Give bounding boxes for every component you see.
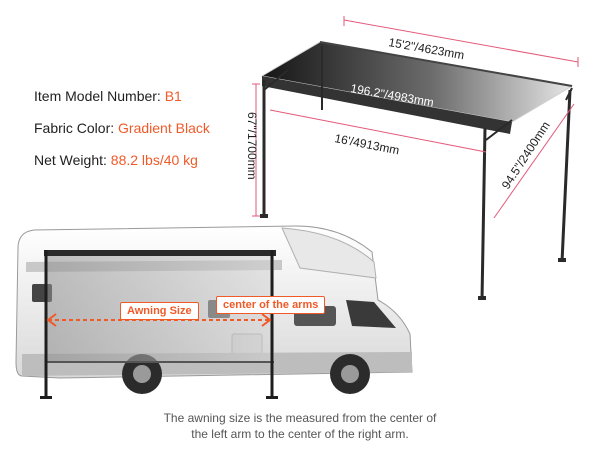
spec-fabric-color: Fabric Color: Gradient Black	[34, 120, 210, 136]
rv-awning-roller	[44, 250, 276, 256]
caption-line-2: the left arm to the center of the right …	[191, 427, 409, 441]
spec-model: Item Model Number: B1	[34, 88, 182, 104]
awning-size-label: Awning Size	[120, 302, 199, 320]
awning-leg-back-right	[560, 89, 572, 263]
dimension-lines	[252, 16, 579, 219]
spec-list: Item Model Number: B1 Fabric Color: Grad…	[34, 88, 210, 184]
awning-valance	[262, 76, 512, 134]
caption-line-1: The awning size is the measured from the…	[163, 411, 437, 425]
caption: The awning size is the measured from the…	[0, 410, 600, 442]
awning-leg-front-right	[480, 127, 487, 301]
center-arms-label: center of the arms	[216, 296, 326, 314]
dim-height: 67"/1700mm	[245, 112, 259, 180]
rv-illustration	[15, 225, 413, 399]
spec-net-weight: Net Weight: 88.2 lbs/40 kg	[34, 152, 198, 168]
dim-frame-width: 16'/4913mm	[333, 131, 400, 157]
